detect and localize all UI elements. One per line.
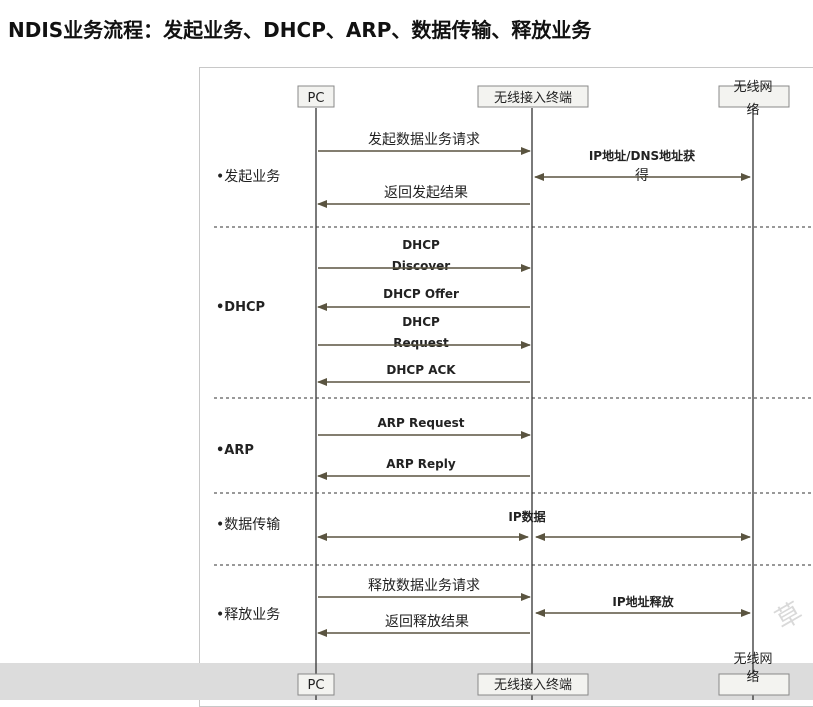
entity-pc-top: PC (297, 85, 335, 108)
msg-ip-dns-2: 得 (635, 167, 649, 184)
entity-network-bottom: 无线网 络 (718, 652, 790, 696)
msg-dhcp-request-2: Request (393, 336, 449, 350)
section-initiate: •发起业务 (216, 169, 280, 185)
watermark: 草 (771, 597, 809, 636)
entity-pc-bottom-label: PC (308, 678, 325, 693)
entity-network-label-1: 无线网 (733, 80, 772, 95)
msg-ip-release: IP地址释放 (612, 594, 674, 609)
bottom-band (0, 663, 813, 700)
entity-network-bottom-label-1: 无线网 (733, 652, 772, 667)
entity-network-bottom-label-2: 络 (746, 669, 759, 685)
msg-dhcp-ack: DHCP ACK (386, 363, 456, 377)
entity-terminal-top: 无线接入终端 (477, 85, 589, 108)
section-data: •数据传输 (216, 517, 280, 533)
msg-initiate-result: 返回发起结果 (384, 185, 468, 201)
section-dhcp: •DHCP (216, 300, 265, 315)
entity-network-top: 无线网 络 (718, 80, 790, 118)
msg-initiate-request: 发起数据业务请求 (368, 132, 480, 148)
section-arp: •ARP (216, 443, 254, 458)
page-title: NDIS业务流程：发起业务、DHCP、ARP、数据传输、释放业务 (8, 18, 592, 42)
entity-terminal-label: 无线接入终端 (494, 90, 572, 106)
msg-dhcp-offer: DHCP Offer (383, 287, 459, 301)
msg-dhcp-request-1: DHCP (402, 315, 440, 329)
msg-dhcp-discover-1: DHCP (402, 238, 440, 252)
entity-terminal-bottom-label: 无线接入终端 (494, 677, 572, 693)
entity-terminal-bottom: 无线接入终端 (477, 673, 589, 696)
msg-arp-reply: ARP Reply (386, 457, 456, 471)
msg-ip-data: IP数据 (508, 509, 545, 524)
msg-arp-request: ARP Request (377, 416, 464, 430)
section-release: •释放业务 (216, 607, 280, 623)
entity-network-label-2: 络 (746, 102, 759, 118)
entity-pc-label: PC (308, 91, 325, 106)
msg-ip-dns-1: IP地址/DNS地址获 (589, 148, 695, 163)
msg-dhcp-discover-2: Discover (392, 259, 451, 273)
msg-release-result: 返回释放结果 (385, 614, 469, 630)
msg-release-request: 释放数据业务请求 (368, 578, 480, 594)
entity-pc-bottom: PC (297, 673, 335, 696)
